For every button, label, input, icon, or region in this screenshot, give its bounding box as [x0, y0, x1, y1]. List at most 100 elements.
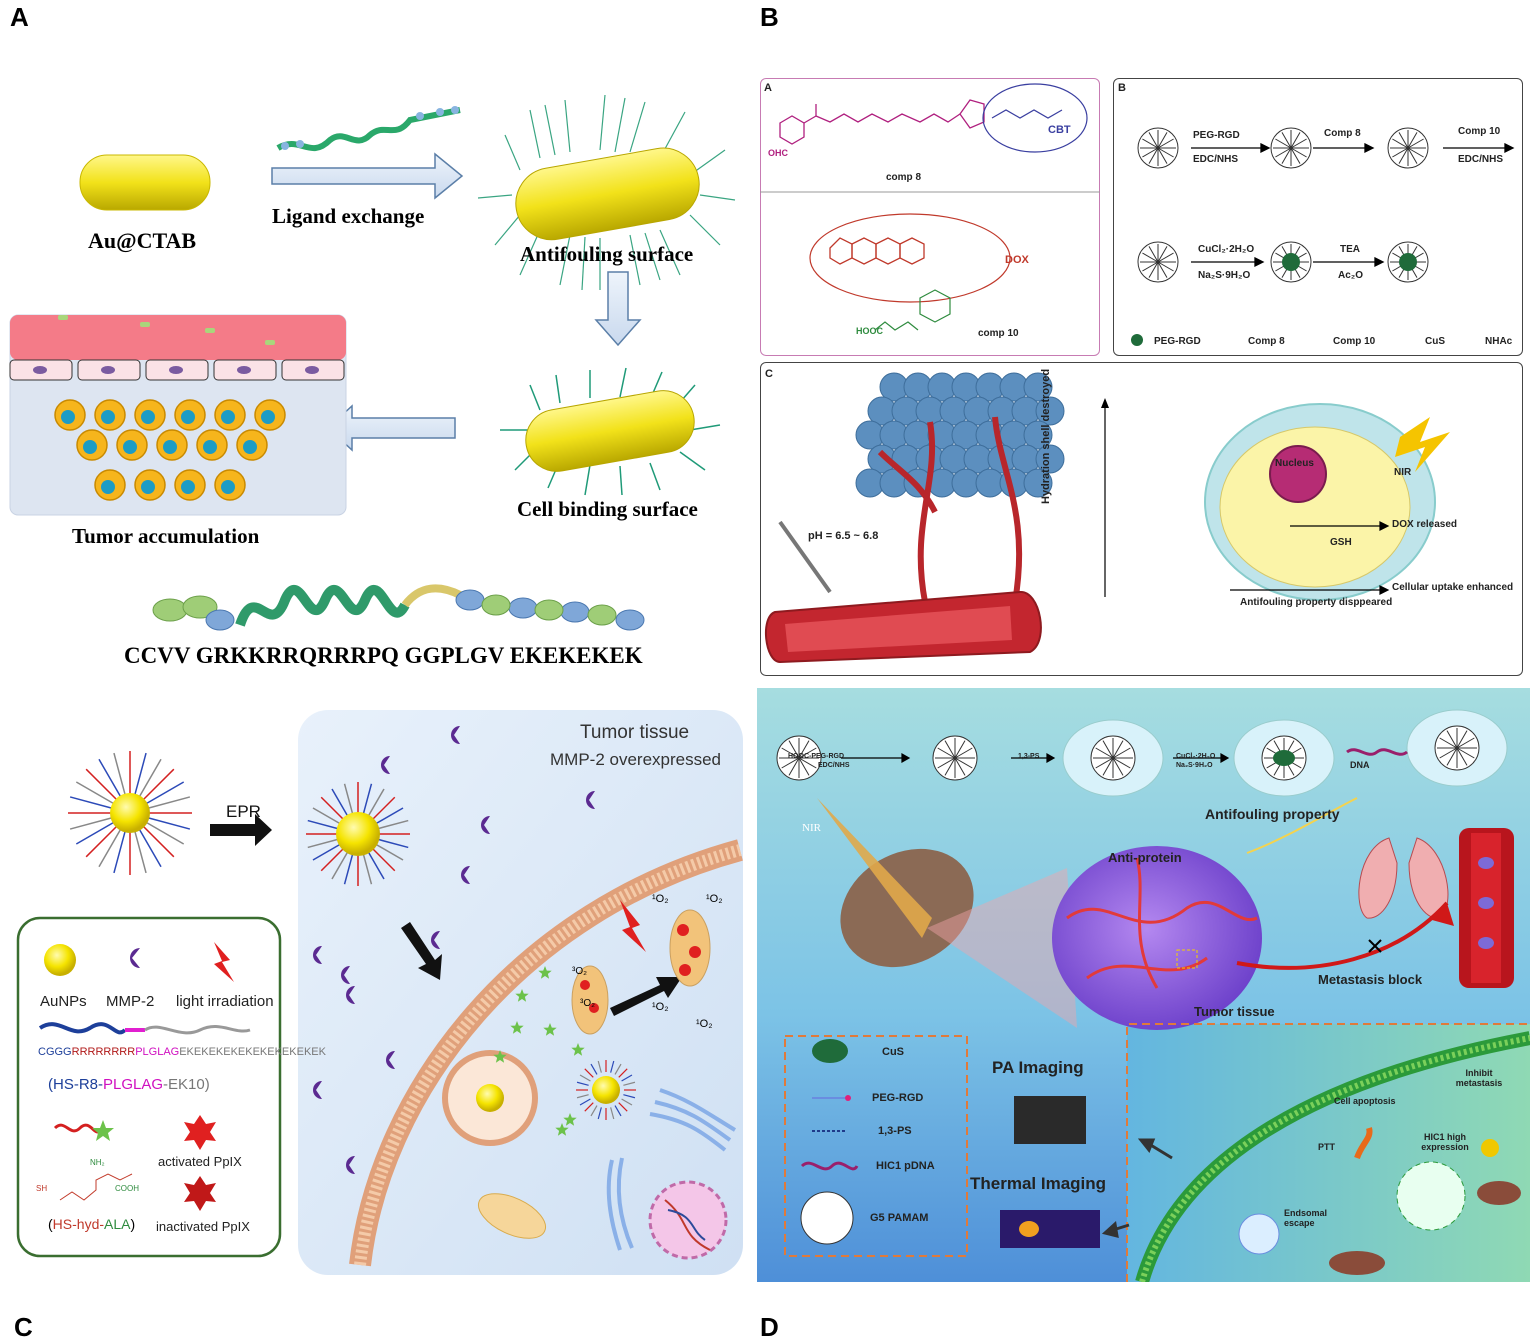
panel-a-diagram: [9, 94, 736, 631]
antifouling-surface-label: Antifouling surface: [520, 242, 694, 266]
cucl2-label-d: CuCl₂·2H₂O: [1176, 753, 1216, 760]
hs-r8-part2: PLGLAG: [103, 1076, 164, 1093]
singlet-o2-1: ¹O₂: [652, 893, 669, 905]
legend-cus-d: CuS: [882, 1046, 904, 1058]
comp8-reagent: Comp 8: [1324, 128, 1361, 139]
free-aunp: [68, 751, 192, 875]
pa-imaging-label: PA Imaging: [992, 1058, 1084, 1077]
legend-hic1-d: HIC1 pDNA: [876, 1160, 935, 1172]
nir-label-d: NIR: [802, 822, 821, 834]
ptt-label: PTT: [1318, 1142, 1335, 1152]
nucleus-label: Nucleus: [1275, 458, 1314, 469]
tumor-tissue-box: [9, 314, 347, 516]
cbt-label: CBT: [1048, 124, 1071, 136]
na2s-label-d: Na₂S·9H₂O: [1176, 762, 1213, 769]
cell-binding-rod: [500, 367, 721, 496]
cell-binding-surface-label: Cell binding surface: [517, 497, 698, 521]
mechanism-diagram: [764, 372, 1450, 664]
seq-r8: RRRRRRRR: [71, 1046, 136, 1058]
triplet-o2-2: ³O₂: [580, 998, 595, 1009]
legend-13ps-d: 1,3-PS: [878, 1125, 912, 1137]
tissue-aunp: [306, 782, 410, 886]
b-sub-b-label: B: [1118, 82, 1126, 94]
edc-nhs-label-d: EDC/NHS: [818, 762, 850, 769]
dox-released-label: DOX released: [1392, 519, 1458, 530]
comp10-label: comp 10: [978, 328, 1019, 339]
ligand-peptide: [276, 106, 461, 152]
legend-g5-pamam-d: G5 PAMAM: [870, 1212, 929, 1224]
tumor-accumulation-label: Tumor accumulation: [72, 524, 260, 548]
legend-comp10: Comp 10: [1333, 336, 1376, 347]
chem-structures: [760, 83, 1100, 331]
mmp2-overexpressed-label: MMP-2 overexpressed: [550, 750, 722, 769]
singlet-o2-4: ¹O₂: [696, 1018, 713, 1030]
panel-c-legend-box: [16, 916, 282, 1258]
sequence-label: CCVV GRKKRRQRRRPQ GGPLGV EKEKEKEK: [124, 643, 643, 668]
hic1-high-label: HIC1 high expression: [1421, 1132, 1469, 1152]
tumor-tissue-label-d: Tumor tissue: [1194, 1004, 1275, 1019]
dna-label: DNA: [1350, 760, 1370, 770]
hooc-peg-rgd-label: HOOC-PEG-RGD: [788, 753, 844, 760]
metastasis-block-label: Metastasis block: [1318, 972, 1423, 987]
seq-plglag: PLGLAG: [135, 1046, 180, 1058]
legend-peg-rgd: PEG-RGD: [1154, 336, 1201, 347]
left-arrow: [326, 404, 456, 452]
comp8-label: comp 8: [886, 172, 922, 183]
tumor-tissue-label-c: Tumor tissue: [580, 722, 690, 743]
singlet-o2-2: ¹O₂: [706, 893, 723, 905]
panel-label-a: A: [10, 2, 29, 32]
hs-hyd-part1: (: [48, 1216, 53, 1232]
triplet-o2-1: ³O₂: [572, 966, 587, 977]
panel-b-synthesis: [1113, 78, 1523, 356]
au-ctab-label: Au@CTAB: [88, 228, 197, 253]
sequence-peptide: [152, 584, 645, 631]
mmp2-label: MMP-2: [106, 993, 155, 1010]
aunps-label: AuNPs: [40, 993, 87, 1010]
thermal-imaging-label: Thermal Imaging: [970, 1174, 1107, 1193]
gold-nanorod: [79, 154, 211, 211]
ph-label: pH = 6.5 ~ 6.8: [808, 530, 879, 542]
antifouling-rod: [477, 94, 736, 291]
hs-hyd-part2: HS-hyd-: [52, 1216, 105, 1232]
b-sub-a-label: A: [764, 82, 772, 94]
legend-peg-rgd-d: PEG-RGD: [872, 1092, 924, 1104]
activated-ppix-label: activated PpIX: [158, 1154, 242, 1169]
panel-b-structures: [760, 78, 1100, 356]
hs-hyd-part3: ALA: [104, 1216, 131, 1232]
antifouling-property-label: Antifouling property: [1205, 806, 1340, 822]
down-arrow: [594, 271, 642, 347]
ps13-reagent-label: 1,3-PS: [1018, 753, 1040, 760]
epr-label: EPR: [226, 802, 261, 821]
na2s-reagent: Na₂S·9H₂O: [1198, 270, 1251, 281]
seq-cggg: CGGG: [38, 1046, 72, 1058]
ligand-exchange-label: Ligand exchange: [272, 204, 425, 228]
hs-hyd-ala-label: (HS-hyd-ALA): [48, 1216, 135, 1232]
endosomal-escape-label: Endsomal escape: [1284, 1208, 1328, 1228]
cellular-uptake-label: Cellular uptake enhanced: [1392, 582, 1514, 593]
cucl2-reagent: CuCl₂·2H₂O: [1198, 244, 1255, 255]
hooc-label: HOOC: [856, 326, 883, 336]
singlet-o2-3: ¹O₂: [652, 1001, 669, 1013]
nir-label-b: NIR: [1394, 467, 1412, 478]
cooh-label: COOH: [115, 1184, 139, 1193]
dox-label: DOX: [1005, 254, 1029, 266]
anti-protein-label: Anti-protein: [1108, 850, 1182, 865]
b-sub-c-label: C: [765, 368, 773, 380]
legend-nhac: NHAc: [1485, 336, 1513, 347]
legend-cus: CuS: [1425, 336, 1445, 347]
hs-r8-part3: -EK10): [163, 1076, 210, 1093]
nh2-label: NH₂: [90, 1158, 105, 1167]
ac2o-reagent: Ac₂O: [1338, 270, 1364, 281]
antifouling-disappeared-label: Antifouling property disppeared: [1240, 597, 1393, 608]
panel-label-d: D: [760, 1312, 779, 1342]
panel-label-c: C: [14, 1312, 33, 1342]
edc-nhs-reagent: EDC/NHS: [1193, 154, 1239, 165]
synthesis-diagram: [1131, 127, 1515, 346]
peg-rgd-reagent: PEG-RGD: [1193, 130, 1240, 141]
sh-label: SH: [36, 1184, 48, 1193]
ligand-exchange-arrow: [271, 152, 464, 200]
edc-nhs-reagent-2: EDC/NHS: [1458, 154, 1504, 165]
hs-r8-label: (HS-R8-PLGLAG-EK10): [48, 1076, 210, 1093]
hs-r8-part1: (HS-R8-: [48, 1076, 103, 1093]
